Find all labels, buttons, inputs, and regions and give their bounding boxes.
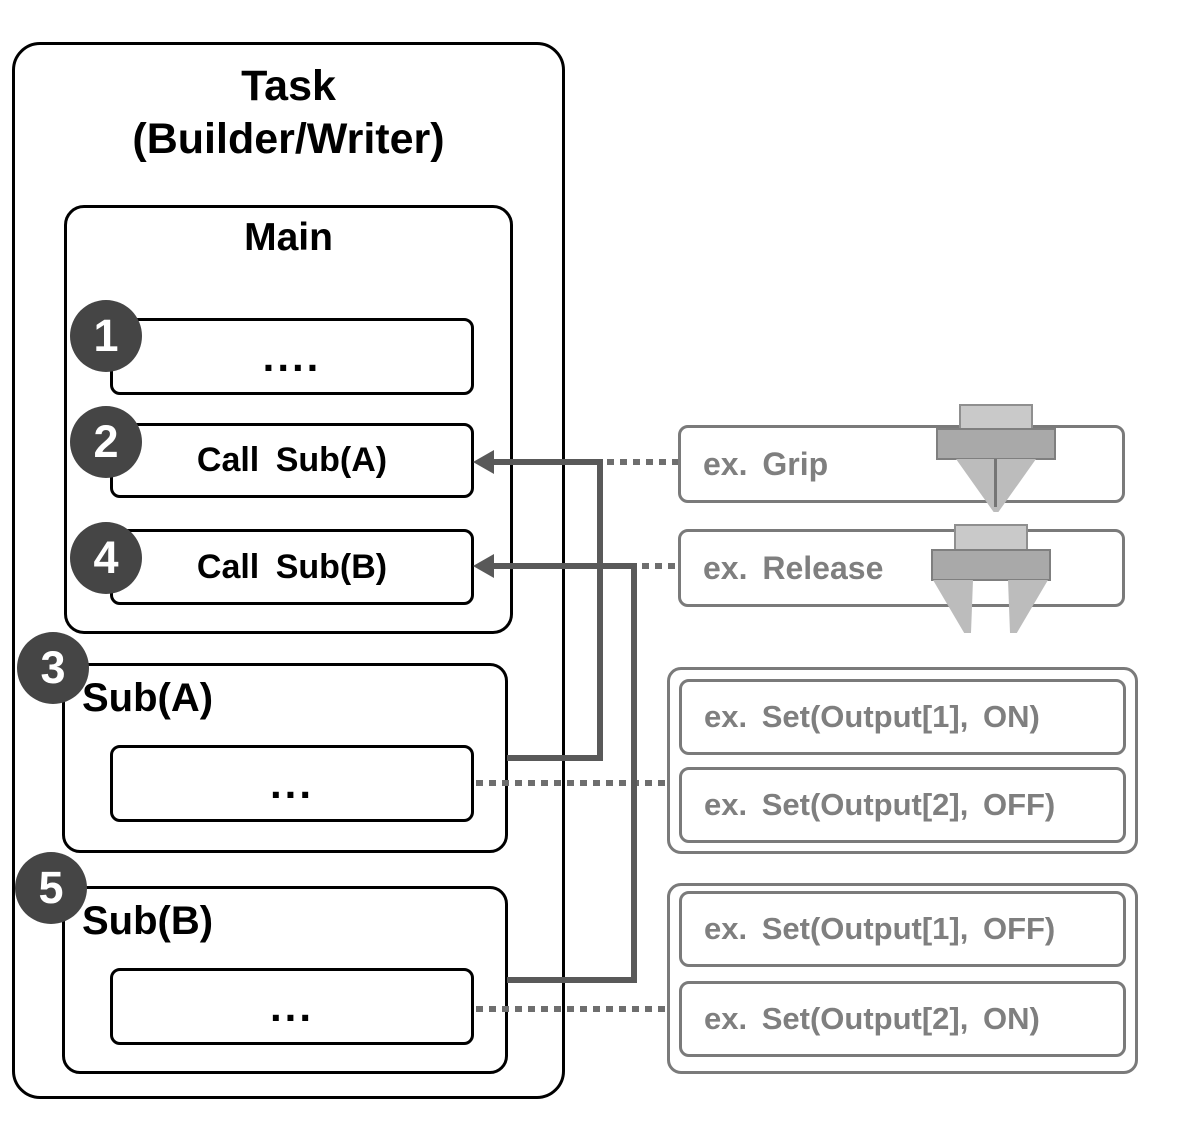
gripper-closed-slot-icon — [994, 459, 997, 507]
sub-b-example-2-box: ex. Set(Output[2], ON) — [679, 981, 1126, 1057]
example-release-label: ex. Release — [703, 549, 884, 586]
example-release-box: ex. Release — [678, 529, 1125, 607]
example-grip-label: ex. Grip — [703, 445, 829, 482]
main-label: Main — [244, 216, 333, 259]
example-grip-box: ex. Grip — [678, 425, 1125, 503]
sub-b-label: Sub(B) — [82, 899, 214, 943]
gripper-open-icon — [954, 524, 1028, 551]
sub-a-example-2-box: ex. Set(Output[2], OFF) — [679, 767, 1126, 843]
sub-b-body-box: ... — [110, 968, 474, 1045]
connector-sub-b-horizontal — [507, 977, 637, 983]
gripper-closed-icon — [959, 404, 1033, 431]
step-badge-1: 1 — [70, 300, 142, 372]
step-badge-3: 3 — [17, 632, 89, 704]
dotted-link-release — [642, 563, 678, 569]
main-step-call-sub-a-box: Call Sub(A) — [110, 423, 474, 498]
sub-a-example-2-label: ex. Set(Output[2], OFF) — [704, 787, 1056, 822]
arrowhead-into-call-sub-a-icon — [473, 450, 494, 474]
task-title-line2: (Builder/Writer) — [132, 115, 445, 163]
step-badge-5: 5 — [15, 852, 87, 924]
connector-sub-a-top — [490, 459, 603, 465]
sub-a-example-1-box: ex. Set(Output[1], ON) — [679, 679, 1126, 755]
sub-b-example-2-label: ex. Set(Output[2], ON) — [704, 1001, 1040, 1036]
connector-sub-b-top — [490, 563, 637, 569]
sub-a-example-1-label: ex. Set(Output[1], ON) — [704, 699, 1040, 734]
gripper-open-body-icon — [931, 549, 1051, 581]
sub-a-body-box: ... — [110, 745, 474, 822]
connector-sub-a-vertical — [597, 459, 603, 761]
step-badge-4: 4 — [70, 522, 142, 594]
sub-b-example-1-label: ex. Set(Output[1], OFF) — [704, 911, 1056, 946]
connector-sub-a-horizontal — [507, 755, 603, 761]
main-step-1-box: .... — [110, 318, 474, 395]
sub-b-example-1-box: ex. Set(Output[1], OFF) — [679, 891, 1126, 967]
dotted-link-sub-a-examples — [476, 780, 667, 786]
task-title-line1: Task — [241, 62, 336, 110]
main-step-call-sub-b-box: Call Sub(B) — [110, 529, 474, 605]
arrowhead-into-call-sub-b-icon — [473, 554, 494, 578]
gripper-closed-body-icon — [936, 428, 1056, 460]
task-title: Task (Builder/Writer) — [12, 60, 565, 166]
connector-sub-b-vertical — [631, 563, 637, 983]
step-badge-2: 2 — [70, 406, 142, 478]
sub-a-label: Sub(A) — [82, 676, 214, 720]
dotted-link-sub-b-examples — [476, 1006, 667, 1012]
dotted-link-grip — [607, 459, 678, 465]
